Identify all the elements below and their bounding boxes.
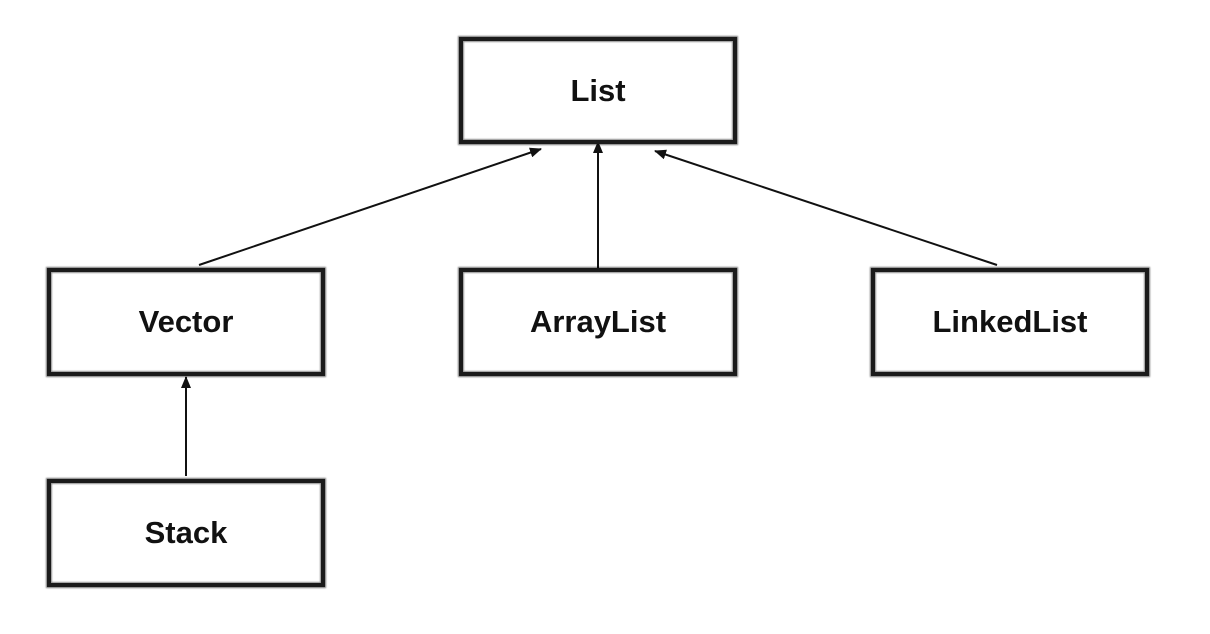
node-arraylist-label: ArrayList bbox=[529, 304, 667, 339]
node-list-label: List bbox=[570, 72, 626, 108]
node-arraylist: ArrayList bbox=[459, 268, 737, 376]
arrow-linkedlist-to-list bbox=[654, 149, 998, 266]
arrow-vector-to-list bbox=[198, 147, 542, 266]
node-list: List bbox=[459, 37, 737, 144]
node-linkedlist-label: LinkedList bbox=[932, 304, 1088, 339]
node-vector: Vector bbox=[47, 268, 325, 376]
node-vector-label: Vector bbox=[138, 304, 234, 339]
node-stack: Stack bbox=[47, 479, 325, 587]
node-stack-label: Stack bbox=[144, 515, 228, 550]
node-linkedlist: LinkedList bbox=[871, 268, 1149, 376]
